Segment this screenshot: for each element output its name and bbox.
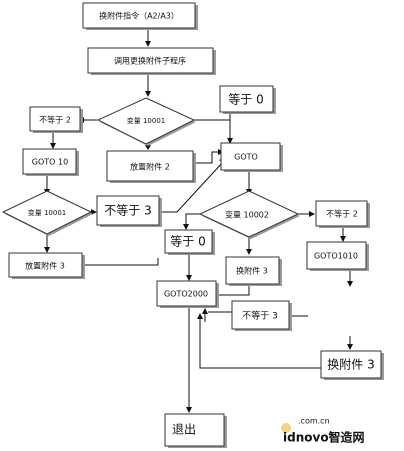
node-goto10-label: GOTO 10 bbox=[32, 158, 68, 167]
node-eq0-top: 等于 0 bbox=[219, 85, 276, 114]
node-goto2000: GOTO2000 bbox=[156, 280, 219, 308]
node-goto1010: GOTO1010 bbox=[306, 241, 369, 271]
node-neq3-mid: 不等于 3 bbox=[96, 195, 162, 227]
node-var2-label: 变量 10001 bbox=[28, 208, 67, 217]
arrow-place2-to-goto bbox=[195, 151, 221, 164]
watermark-domain: .com.cn bbox=[298, 417, 330, 426]
node-change3: 换附件 3 bbox=[320, 350, 384, 380]
node-neq2-left-label: 不等于 2 bbox=[39, 115, 71, 125]
node-goto1010-label: GOTO1010 bbox=[314, 252, 358, 261]
node-neq2-right-label: 不等于 2 bbox=[326, 209, 358, 219]
node-eq0-mid: 等于 0 bbox=[164, 229, 215, 255]
node-place3-label: 放置附件 3 bbox=[25, 261, 65, 271]
watermark-brand: idnovo智造网 bbox=[283, 430, 365, 445]
node-goto2000-label: GOTO2000 bbox=[164, 290, 208, 299]
node-var2-decision: 变量 10001 bbox=[1, 190, 93, 236]
node-var1-decision: 变量 10001 bbox=[96, 97, 196, 146]
node-place2: 放置附件 2 bbox=[106, 150, 196, 183]
node-eq0-mid-label: 等于 0 bbox=[170, 235, 205, 249]
node-var3-decision: 变量 10002 bbox=[198, 190, 300, 239]
node-place3: 放置附件 3 bbox=[8, 252, 85, 279]
node-call-sub-label: 调用更换附件子程序 bbox=[114, 56, 186, 66]
arrow-place3-up bbox=[82, 258, 159, 266]
watermark: .com.cn idnovo智造网 bbox=[281, 417, 365, 445]
arrow-change3-to-goto2000-b bbox=[199, 318, 321, 369]
node-neq2-right: 不等于 2 bbox=[315, 200, 370, 228]
arrow-change3-to-goto2000 bbox=[217, 285, 250, 296]
node-neq3-low-label: 不等于 3 bbox=[242, 310, 278, 322]
node-neq3-mid-label: 不等于 3 bbox=[104, 204, 151, 218]
node-change3-small-label: 换附件 3 bbox=[236, 266, 268, 276]
node-var3-label: 变量 10002 bbox=[225, 210, 269, 220]
node-command-label: 换附件指令（A2/A3） bbox=[99, 11, 179, 21]
node-goto-mid: GOTO bbox=[220, 142, 283, 172]
connectors bbox=[44, 29, 353, 413]
arrow-neq3-to-goto bbox=[160, 161, 224, 213]
node-neq3-low: 不等于 3 bbox=[231, 300, 292, 331]
arrow-var3-to-eq0 bbox=[185, 213, 200, 225]
node-goto-mid-label: GOTO bbox=[234, 153, 258, 162]
node-change3-label: 换附件 3 bbox=[327, 358, 374, 372]
node-var1-label: 变量 10001 bbox=[127, 116, 166, 125]
node-command: 换附件指令（A2/A3） bbox=[82, 2, 198, 30]
node-change3-small: 换附件 3 bbox=[225, 256, 282, 286]
node-call-sub: 调用更换附件子程序 bbox=[87, 47, 216, 75]
node-eq0-top-label: 等于 0 bbox=[228, 93, 263, 107]
node-place2-label: 放置附件 2 bbox=[130, 162, 170, 172]
node-exit: 退出 bbox=[164, 413, 227, 448]
watermark-bulb-icon bbox=[281, 423, 291, 433]
node-exit-label: 退出 bbox=[172, 423, 196, 437]
node-neq2-left: 不等于 2 bbox=[29, 106, 83, 133]
node-goto10: GOTO 10 bbox=[22, 148, 79, 176]
